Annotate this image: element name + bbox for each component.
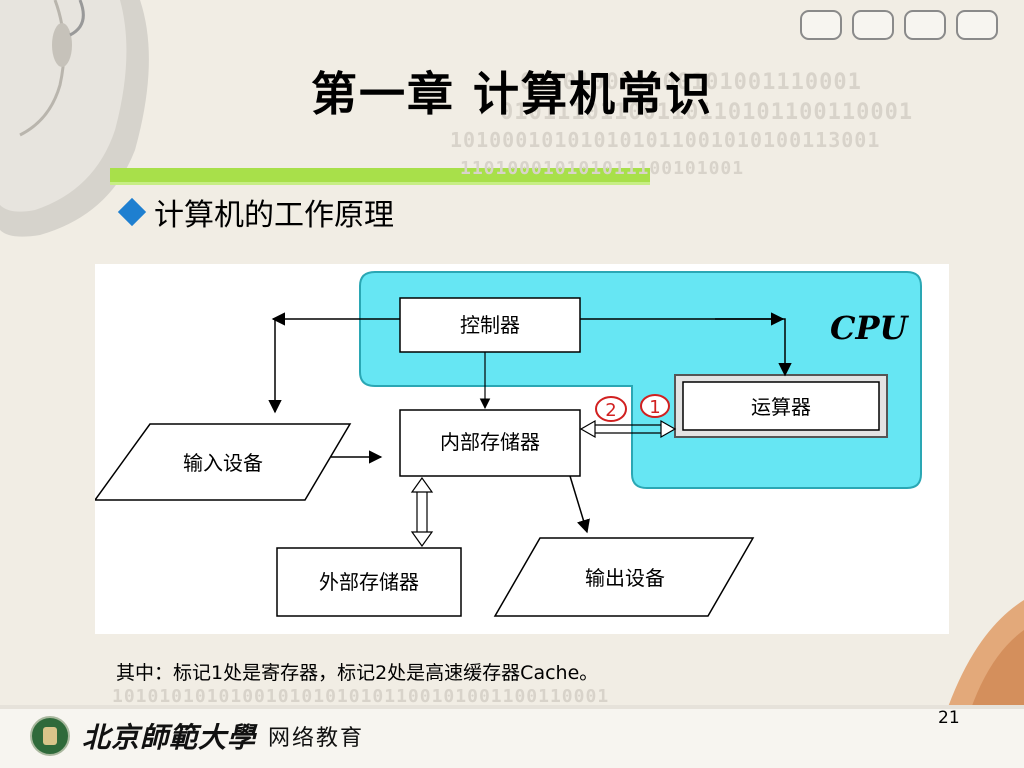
arrow-controller-to-alu (580, 318, 792, 377)
svg-text:1: 1 (649, 397, 660, 418)
university-name: 北京師範大學 (82, 721, 257, 754)
window-button-1 (800, 10, 842, 40)
svg-text:2: 2 (605, 400, 616, 421)
memory-alu-double-arrow (579, 419, 677, 439)
output-device-shape (493, 537, 755, 617)
window-button-3 (904, 10, 946, 40)
controller-box (399, 297, 581, 353)
green-accent-bar (110, 168, 650, 182)
input-device-label: 输入设备 (183, 451, 263, 475)
binary-text-1: 010010011100101001110001 (520, 70, 862, 95)
memory-external-double-arrow (410, 476, 434, 548)
input-device-shape (95, 423, 352, 501)
marker-one: 1 (640, 394, 670, 418)
alu-label: 运算器 (751, 395, 811, 419)
memory-label: 内部存储器 (440, 430, 540, 454)
binary-text-4: 110100010101011100101001 (460, 158, 745, 179)
output-device-label: 输出设备 (585, 566, 665, 590)
memory-box (399, 409, 581, 477)
computer-architecture-diagram: CPU 控制器 运算器 内部存储器 输入设备 外部存储器 输出设备 2 1 (95, 264, 949, 634)
marker-two: 2 (595, 396, 627, 422)
external-storage-box (276, 547, 462, 617)
binary-text-2: 01011101100110110101100110001 (500, 100, 914, 125)
cpu-label: CPU (830, 309, 910, 347)
diamond-bullet-icon (117, 197, 147, 227)
arrow-memory-to-output (569, 475, 590, 534)
window-buttons (800, 10, 998, 40)
bullet-text: 计算机的工作原理 (154, 198, 394, 233)
window-button-4 (956, 10, 998, 40)
department-name: 网络教育 (268, 726, 365, 751)
university-emblem-icon (30, 716, 70, 756)
page-number: 21 (938, 708, 960, 728)
window-button-2 (852, 10, 894, 40)
footer-logo: 北京師範大學 网络教育 (30, 716, 364, 756)
bullet-point: 计算机的工作原理 (117, 190, 394, 234)
slide-title: 第一章 计算机常识 (310, 67, 713, 121)
controller-label: 控制器 (460, 313, 520, 337)
binary-text-3: 101000101010101011001010100113001 (450, 128, 881, 152)
binary-text-5: 1010101010100101010101011001010011001100… (112, 686, 610, 707)
external-storage-label: 外部存储器 (319, 570, 419, 594)
cable-graphic (69, 0, 85, 37)
footnote-text: 其中：标记1处是寄存器，标记2处是高速缓存器Cache。 (116, 662, 599, 684)
